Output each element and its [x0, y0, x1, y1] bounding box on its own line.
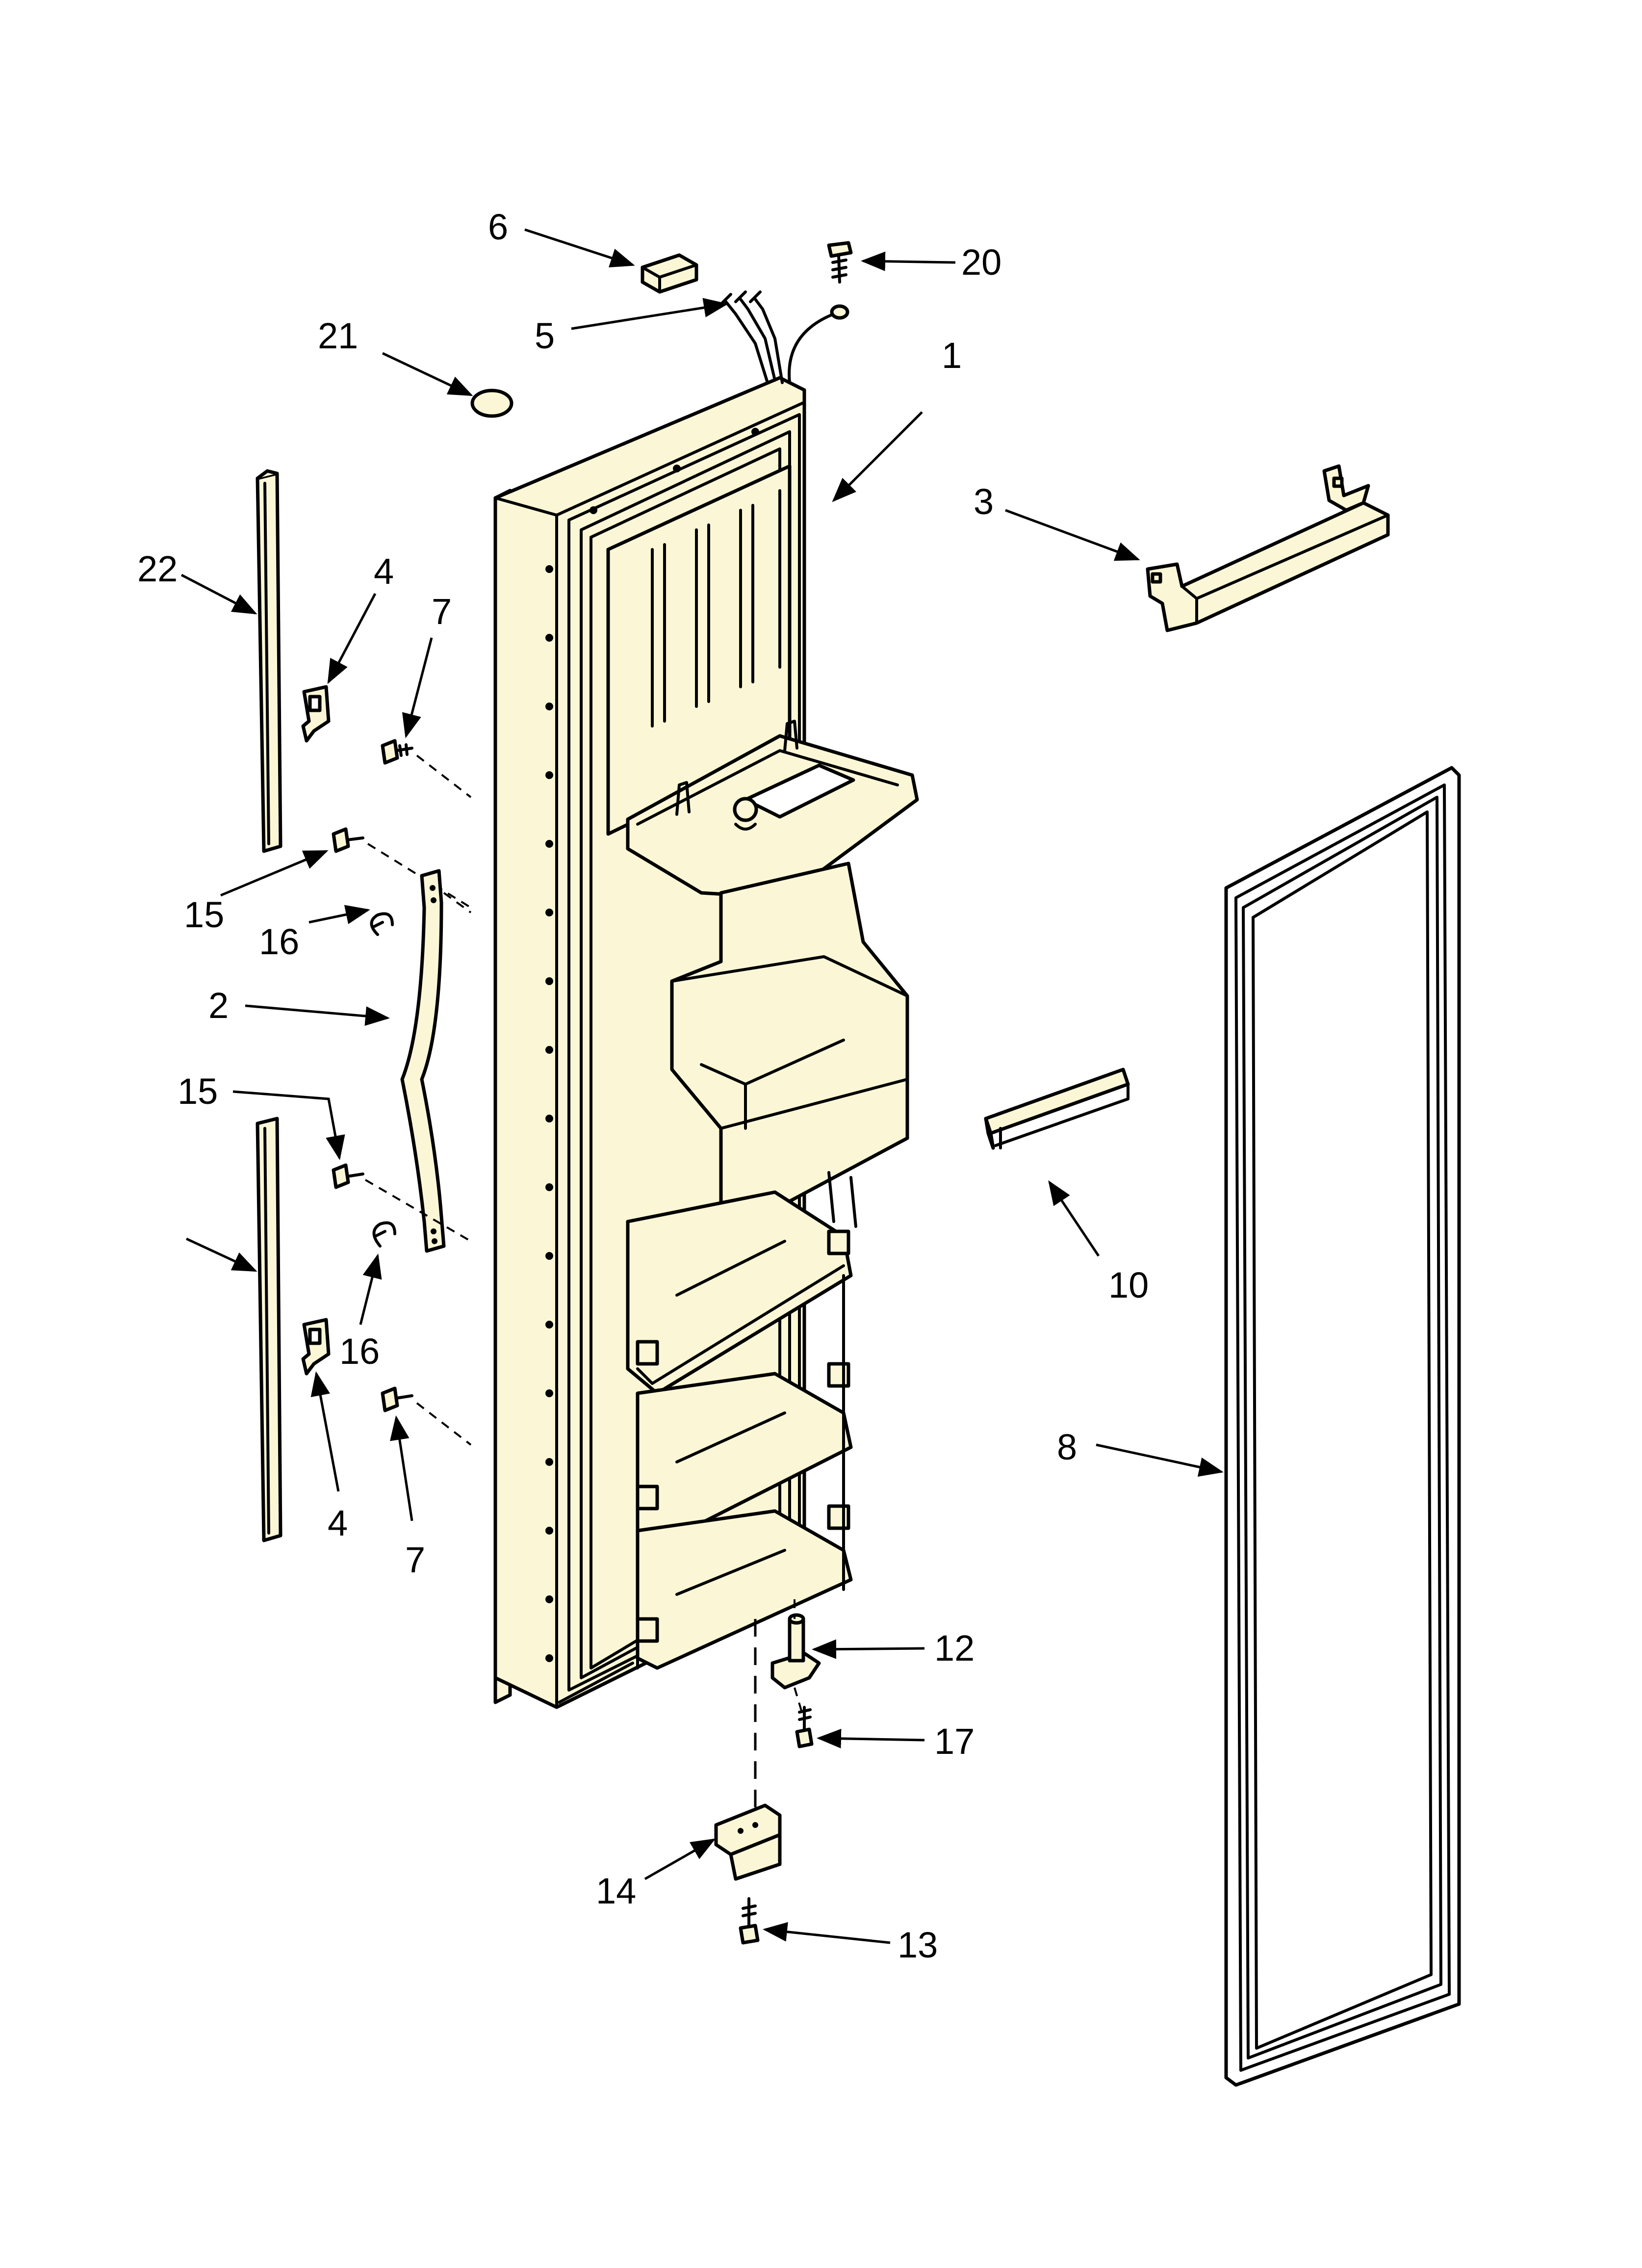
trim-21: [256, 469, 282, 853]
trim-22: [256, 1117, 282, 1542]
door-gasket: [1224, 766, 1461, 2087]
screw-7b: [381, 1386, 413, 1412]
screw-19: [827, 241, 853, 284]
callout-7-upper: 7: [432, 591, 452, 632]
callout-16-upper: 16: [259, 921, 299, 962]
wire-harness: [719, 290, 849, 384]
callout-20: 21: [318, 315, 358, 356]
hinge-14: [714, 1803, 782, 1881]
clip-4a: [301, 685, 331, 743]
callout-8: 8: [1057, 1427, 1077, 1467]
screw-17: [795, 1706, 814, 1748]
callout-17: 17: [934, 1721, 975, 1762]
callout-1: 1: [942, 335, 962, 376]
callout-10: 10: [1108, 1265, 1149, 1305]
trim-strip-10: [984, 1068, 1130, 1150]
callout-12: 12: [934, 1628, 975, 1668]
screw-15a: [332, 827, 364, 853]
callout-16-lower: 16: [339, 1331, 380, 1372]
screw-13: [739, 1897, 760, 1945]
screw-15b: [332, 1163, 364, 1189]
bracket-3: [1146, 464, 1390, 632]
callout-labels: 6 20 21 5 1 3 22 4 7 15 16 2 15 16 4 7 1…: [137, 207, 1149, 1965]
callout-5: 5: [535, 315, 555, 356]
leader-lines: [180, 228, 1224, 1944]
washer-16a: [370, 912, 394, 936]
callout-15-upper: 15: [184, 894, 224, 935]
callout-6: 6: [488, 207, 508, 247]
screw-7a: [381, 739, 413, 765]
callout-7-lower: 7: [405, 1539, 425, 1580]
washer-16b: [372, 1221, 396, 1248]
plug-20: [470, 389, 513, 418]
clip-4b: [301, 1318, 331, 1376]
callout-13: 13: [898, 1925, 938, 1965]
callout-3: 3: [974, 481, 994, 522]
callout-4-upper: 4: [374, 551, 394, 592]
callout-21: 22: [137, 548, 178, 589]
callout-15-lower: 15: [178, 1071, 218, 1112]
hinge-pin-12: [770, 1613, 821, 1690]
freezer-door: [493, 376, 919, 1709]
connector-part: [641, 253, 698, 294]
callout-4-lower: 4: [328, 1503, 348, 1543]
callout-2: 2: [208, 985, 229, 1026]
callout-19: 20: [961, 242, 1001, 283]
callout-14: 14: [596, 1871, 636, 1911]
handle-2: [400, 869, 446, 1253]
